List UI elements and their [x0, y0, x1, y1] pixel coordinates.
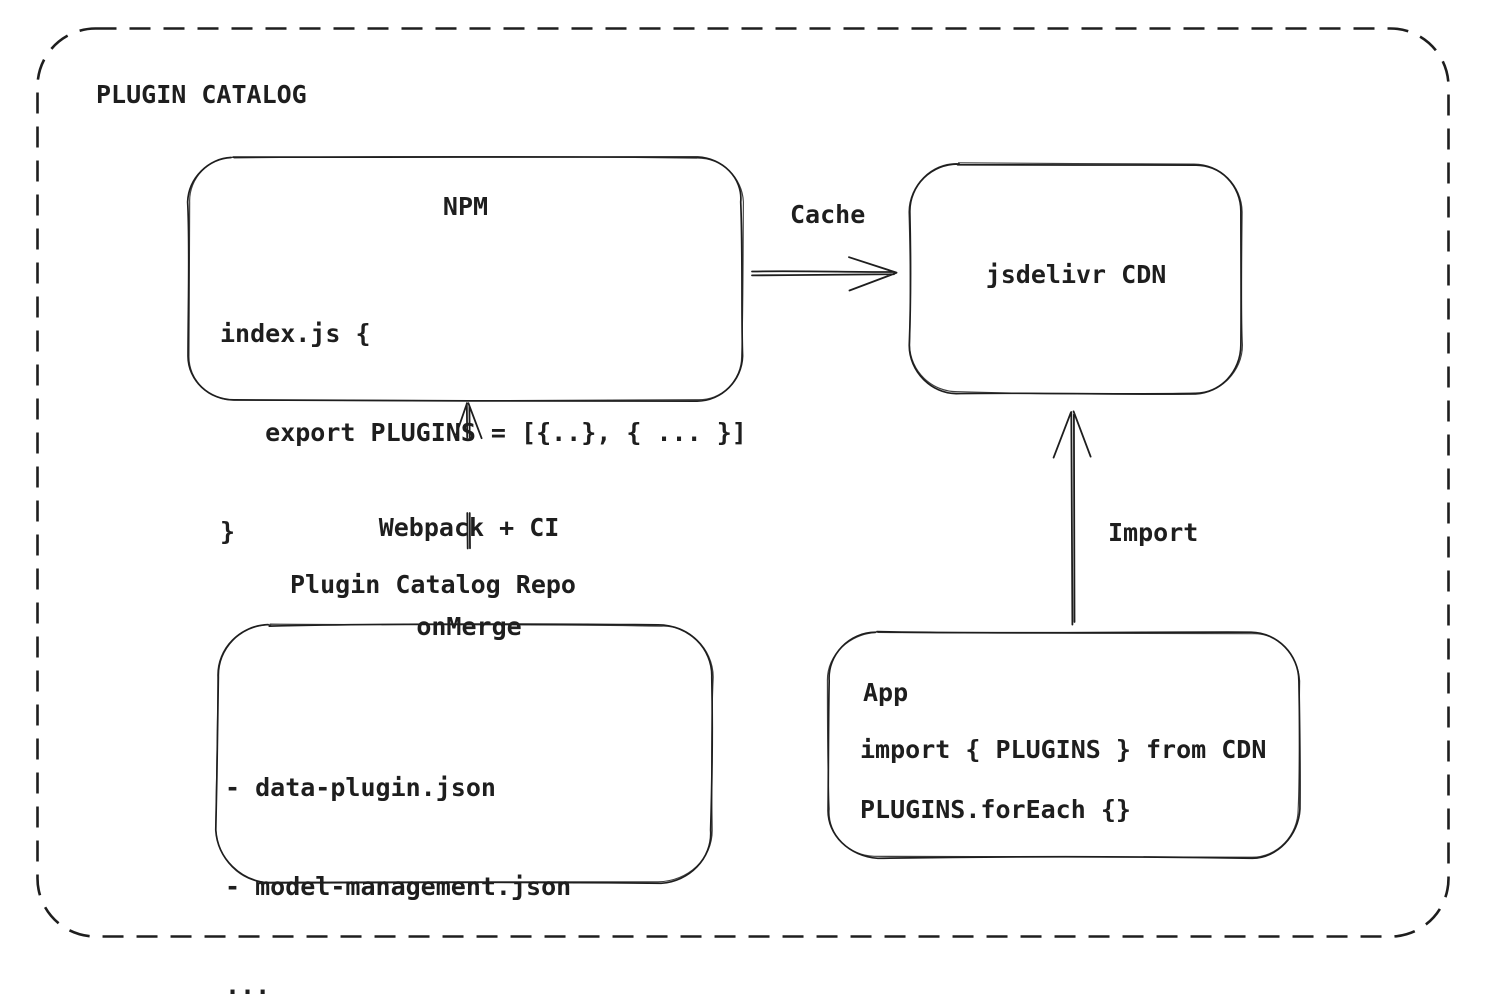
cache-arrow[interactable]	[751, 256, 898, 292]
app-node-box[interactable]	[826, 630, 1301, 860]
cdn-node-box[interactable]	[908, 162, 1243, 395]
app-code-line: PLUGINS.forEach {}	[860, 795, 1131, 824]
repo-item: ...	[225, 971, 271, 1000]
repo-node-heading: Plugin Catalog Repo	[290, 570, 576, 599]
app-code-line: import { PLUGINS } from CDN	[860, 735, 1267, 764]
repo-item: - data-plugin.json	[225, 773, 496, 802]
sketch-outline	[215, 623, 714, 883]
sketch-outline	[186, 155, 744, 403]
diagram-title: PLUGIN CATALOG	[96, 80, 307, 109]
sketch-outline	[188, 155, 744, 402]
npm-node-title: NPM	[442, 192, 489, 221]
webpack-edge-label-line: Webpack + CI	[378, 513, 560, 542]
npm-code-line: export PLUGINS = [{..}, { ... }]	[220, 418, 747, 447]
sketch-outline	[827, 630, 1301, 860]
webpack-edge-label-line: onMerge	[416, 612, 522, 641]
sketch-outline	[826, 631, 1301, 858]
npm-code-line: }	[220, 517, 236, 546]
import-edge-label: Import	[1108, 518, 1199, 547]
repo-node-box[interactable]	[214, 623, 714, 885]
import-arrow[interactable]	[1052, 410, 1092, 626]
repo-item: - model-management.json	[225, 872, 572, 901]
repo-items-block: - data-plugin.json - model-management.js…	[225, 705, 571, 1002]
webpack-arrow[interactable]	[455, 402, 483, 550]
npm-node-box[interactable]	[186, 155, 744, 403]
webpack-edge-label: Webpack + CI onMerge	[339, 445, 599, 709]
plugin-catalog-boundary[interactable]	[36, 27, 1450, 938]
app-node-title: App	[863, 678, 909, 707]
cdn-node-label: jsdelivr CDN	[985, 260, 1167, 289]
npm-code-line: index.js {	[220, 319, 371, 348]
npm-code-block: index.js { export PLUGINS = [{..}, { ...…	[220, 251, 747, 614]
sketch-outline	[908, 162, 1243, 395]
cache-edge-label: Cache	[790, 200, 866, 229]
